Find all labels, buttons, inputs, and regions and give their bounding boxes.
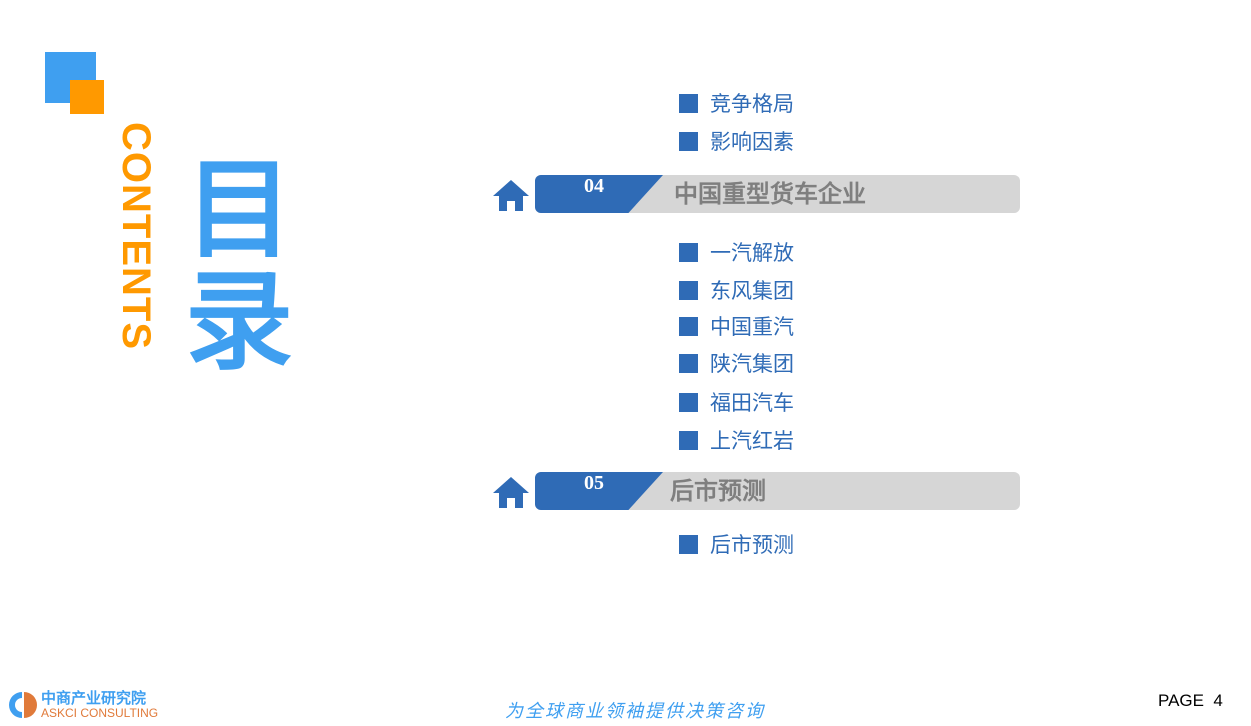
item-label: 福田汽车 [710, 391, 794, 415]
home-icon [493, 477, 529, 508]
section-title: 中国重型货车企业 [674, 180, 866, 208]
list-item[interactable]: 竞争格局 [679, 90, 794, 116]
section-header-04[interactable]: 04 中国重型货车企业 [492, 175, 1022, 215]
item-label: 东风集团 [710, 279, 794, 303]
logo-mark-icon [9, 692, 37, 718]
list-item[interactable]: 中国重汽 [679, 313, 794, 339]
item-label: 一汽解放 [710, 241, 794, 265]
item-label: 后市预测 [710, 533, 794, 557]
bullet-square-icon [679, 316, 698, 336]
list-item[interactable]: 陕汽集团 [679, 350, 794, 376]
list-item[interactable]: 上汽红岩 [679, 427, 794, 453]
list-item[interactable]: 一汽解放 [679, 239, 794, 265]
item-label: 影响因素 [710, 130, 794, 154]
bullet-square-icon [679, 280, 698, 300]
bullet-square-icon [679, 534, 698, 554]
bullet-square-icon [679, 242, 698, 262]
bullet-square-icon [679, 131, 698, 151]
list-item[interactable]: 东风集团 [679, 277, 794, 303]
page-number: PAGE 4 [1158, 691, 1223, 710]
item-label: 上汽红岩 [710, 429, 794, 453]
logo-cn-text: 中商产业研究院 [41, 689, 147, 707]
list-item[interactable]: 福田汽车 [679, 389, 794, 415]
home-icon [493, 180, 529, 211]
contents-label: CONTENTS [108, 122, 168, 357]
page-title: 目录 [185, 148, 294, 385]
item-label: 中国重汽 [710, 315, 794, 339]
section-number: 05 [584, 472, 604, 494]
decor-square-orange [70, 80, 104, 114]
bullet-square-icon [679, 430, 698, 450]
company-logo: 中商产业研究院 ASKCI CONSULTING [6, 689, 158, 721]
list-item[interactable]: 影响因素 [679, 128, 794, 154]
bullet-square-icon [679, 93, 698, 113]
section-title: 后市预测 [670, 477, 766, 505]
bullet-square-icon [679, 353, 698, 373]
contents-text: CONTENTS [114, 122, 158, 350]
slogan: 为全球商业领袖提供决策咨询 [505, 701, 765, 722]
list-item[interactable]: 后市预测 [679, 531, 794, 557]
section-number: 04 [584, 175, 604, 197]
logo-en-text: ASKCI CONSULTING [41, 706, 159, 720]
section-header-05[interactable]: 05 后市预测 [492, 472, 1022, 512]
item-label: 陕汽集团 [710, 352, 794, 376]
bullet-square-icon [679, 392, 698, 412]
item-label: 竞争格局 [710, 92, 794, 116]
